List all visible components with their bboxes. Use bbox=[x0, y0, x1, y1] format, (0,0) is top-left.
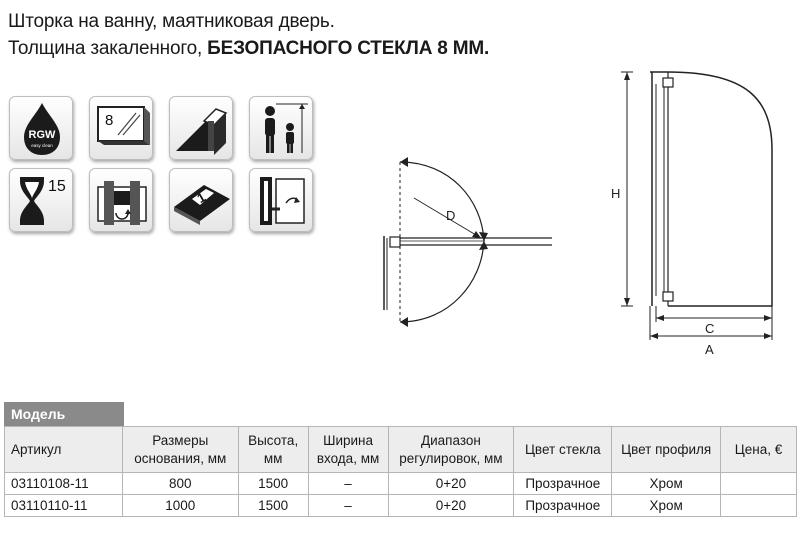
svg-text:RGW: RGW bbox=[29, 129, 57, 141]
col-header-profile-color: Цвет профиля bbox=[611, 426, 722, 473]
dim-label-c: C bbox=[705, 321, 714, 336]
col-header-base-size: Размеры основания, мм bbox=[121, 426, 239, 473]
title-line-2-bold: БЕЗОПАСНОГО СТЕКЛА 8 ММ. bbox=[207, 38, 490, 59]
svg-text:easy clean: easy clean bbox=[31, 143, 53, 148]
table-header-row: Артикул Размеры основания, мм Высота, мм… bbox=[4, 426, 797, 473]
cell-adjust-range: 0+20 bbox=[387, 472, 515, 495]
table-row: 03110108-11 800 1500 – 0+20 Прозрачное Х… bbox=[4, 472, 797, 495]
dim-label-d: D bbox=[446, 208, 455, 223]
cell-profile-color: Хром bbox=[611, 494, 722, 517]
title-line-2: Толщина закаленного, БЕЗОПАСНОГО СТЕКЛА … bbox=[8, 35, 489, 62]
cell-article: 03110110-11 bbox=[4, 494, 123, 517]
glass-profile-icon bbox=[169, 96, 233, 160]
hinge-rotation-icon bbox=[89, 168, 153, 232]
svg-text:15: 15 bbox=[48, 178, 66, 195]
front-view bbox=[621, 71, 773, 340]
col-header-glass-color: Цвет стекла bbox=[513, 426, 613, 473]
one-panel-icon: 1 bbox=[169, 168, 233, 232]
col-header-height: Высота, мм bbox=[237, 426, 309, 473]
cell-height: 1500 bbox=[237, 494, 309, 517]
page-title: Шторка на ванну, маятниковая дверь. Толщ… bbox=[8, 8, 489, 62]
spec-table-section: Модель Артикул Размеры основания, мм Выс… bbox=[4, 402, 801, 517]
cell-entry-width: – bbox=[307, 494, 389, 517]
cell-profile-color: Хром bbox=[611, 472, 722, 495]
cell-glass-color: Прозрачное bbox=[513, 472, 613, 495]
spec-table: Артикул Размеры основания, мм Высота, мм… bbox=[4, 426, 797, 517]
cell-adjust-range: 0+20 bbox=[387, 494, 515, 517]
title-line-2-normal: Толщина закаленного, bbox=[8, 38, 208, 59]
plan-view bbox=[383, 157, 552, 327]
dim-label-h: H bbox=[611, 186, 620, 201]
cell-base-size: 1000 bbox=[121, 494, 239, 517]
model-tab: Модель bbox=[4, 402, 124, 426]
cell-glass-color: Прозрачное bbox=[513, 494, 613, 517]
col-header-entry-width: Ширина входа, мм bbox=[307, 426, 389, 473]
cell-base-size: 800 bbox=[121, 472, 239, 495]
cell-price bbox=[720, 472, 797, 495]
col-header-price: Цена, € bbox=[720, 426, 797, 473]
technical-drawing: D H C A bbox=[380, 60, 800, 370]
height-person-icon bbox=[249, 96, 313, 160]
dim-label-a: A bbox=[705, 342, 714, 357]
cell-entry-width: – bbox=[307, 472, 389, 495]
door-handle-icon bbox=[249, 168, 313, 232]
table-row: 03110110-11 1000 1500 – 0+20 Прозрачное … bbox=[4, 494, 797, 517]
cell-height: 1500 bbox=[237, 472, 309, 495]
cell-price bbox=[720, 494, 797, 517]
rgw-easy-clean-icon: RGW easy clean bbox=[9, 96, 73, 160]
cell-article: 03110108-11 bbox=[4, 472, 123, 495]
warranty-15-icon: 15 bbox=[9, 168, 73, 232]
col-header-article: Артикул bbox=[4, 426, 123, 473]
title-line-1: Шторка на ванну, маятниковая дверь. bbox=[8, 11, 335, 32]
col-header-adjust-range: Диапазон регулировок, мм bbox=[387, 426, 515, 473]
svg-text:8: 8 bbox=[105, 112, 113, 129]
glass-thickness-8-icon: 8 bbox=[89, 96, 153, 160]
feature-icons: RGW easy clean 8 bbox=[9, 96, 319, 236]
